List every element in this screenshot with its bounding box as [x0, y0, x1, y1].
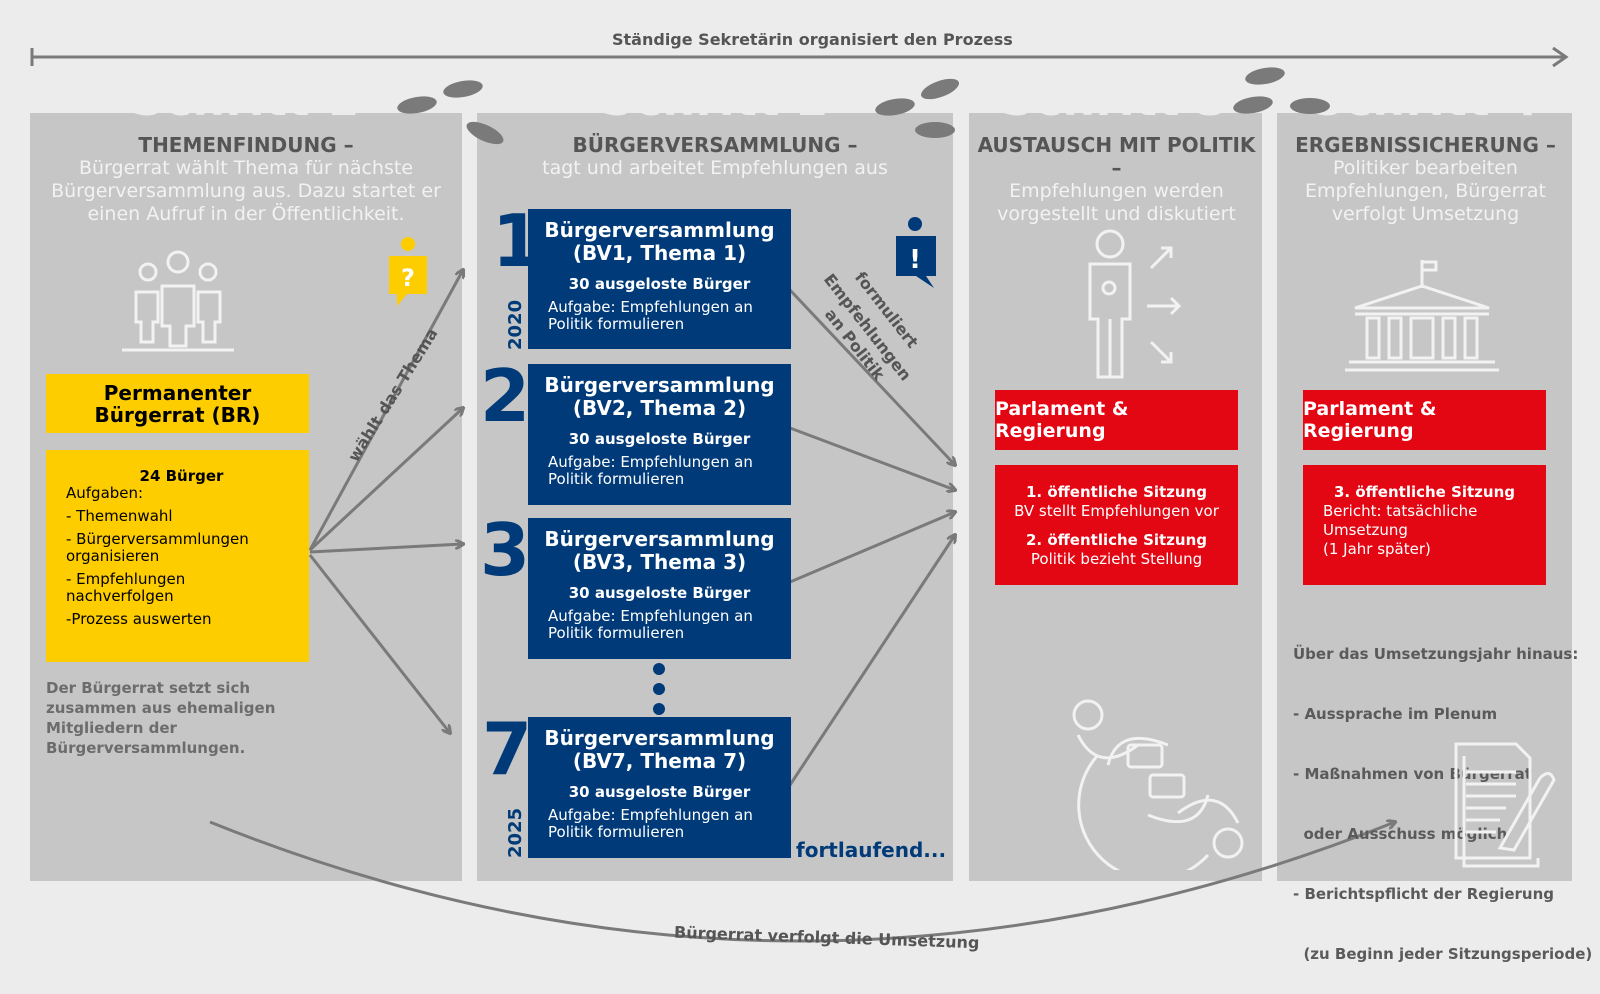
bv-task: Aufgabe: Empfehlungen an Politik formuli… — [548, 298, 753, 333]
dialogue-icon — [1072, 699, 1244, 870]
session1-title: 1. öffentliche Sitzung — [1025, 483, 1208, 501]
bv-title: Bürgerversammlung — [544, 726, 775, 750]
ongoing-label: fortlaufend... — [796, 838, 947, 862]
list-item: - Bürgerversammlungen organisieren — [66, 530, 249, 565]
question-mark: ? — [401, 264, 415, 292]
people-group-icon — [122, 250, 234, 352]
question-bubble-icon: ? — [389, 237, 427, 306]
step2-label: Schritt 2 — [600, 72, 830, 126]
bv-members: 30 ausgeloste Bürger — [568, 783, 751, 801]
bv-members: 30 ausgeloste Bürger — [568, 584, 751, 602]
bv-number: 3 — [480, 508, 531, 592]
br-note: Der Bürgerrat setzt sich zusammen aus eh… — [46, 679, 276, 757]
bv-title: Bürgerversammlung — [544, 373, 775, 397]
implementation-session-box: 3. öffentliche Sitzung Bericht: tatsächl… — [1303, 465, 1546, 585]
session3-title: 3. öffentliche Sitzung — [1333, 483, 1516, 501]
bv-number: 2 — [480, 354, 531, 438]
session2-title: 2. öffentliche Sitzung — [1025, 531, 1208, 549]
year-end: 2025 — [505, 807, 526, 858]
parliament-government-title: Parlament & Regierung — [995, 390, 1238, 450]
bv-title: Bürgerversammlung — [544, 527, 775, 551]
step4-desc: Politiker bearbeiten Empfehlungen, Bürge… — [1305, 157, 1546, 225]
list-item: - Empfehlungen nachverfolgen — [66, 570, 186, 605]
step3-title: AUSTAUSCH MIT POLITIK – — [977, 133, 1256, 180]
list-item: - Berichtspflicht der Regierung — [1293, 885, 1555, 903]
list-item: - Aussprache im Plenum — [1293, 705, 1498, 723]
step3-header: AUSTAUSCH MIT POLITIK – Empfehlungen wer… — [975, 134, 1258, 226]
br-details-box: 24 Bürger Aufgaben: - Themenwahl - Bürge… — [46, 450, 309, 662]
footsteps-icon — [875, 78, 959, 138]
list-item: (zu Beginn jeder Sitzungsperiode) — [1293, 945, 1593, 963]
step4-header: ERGEBNISSICHERUNG – Politiker bearbeiten… — [1283, 134, 1568, 226]
step1-header: THEMENFINDUNG – Bürgerrat wählt Thema fü… — [40, 134, 452, 226]
session3-text: (1 Jahr später) — [1323, 540, 1431, 558]
top-label: Ständige Sekretärin organisiert den Proz… — [612, 30, 1013, 49]
session3-text: Bericht: tatsächliche — [1323, 502, 1478, 520]
step2-desc: tagt und arbeitet Empfehlungen aus — [542, 157, 888, 179]
session1-text: BV stellt Empfehlungen vor — [1014, 502, 1219, 520]
bv-subtitle: (BV3, Thema 3) — [572, 550, 747, 574]
document-pen-icon — [1454, 742, 1556, 868]
year-start: 2020 — [505, 299, 526, 350]
bv-box-1: Bürgerversammlung (BV1, Thema 1) 30 ausg… — [528, 209, 791, 349]
step3-desc: Empfehlungen werden vorgestellt und disk… — [997, 180, 1236, 225]
public-sessions-box: 1. öffentliche Sitzung BV stellt Empfehl… — [995, 465, 1238, 585]
bv-number: 7 — [482, 707, 533, 791]
footsteps-icon — [1233, 67, 1330, 114]
step1-title: THEMENFINDUNG – — [138, 133, 354, 157]
bv-task: Aufgabe: Empfehlungen an Politik formuli… — [548, 806, 753, 841]
session2-text: Politik bezieht Stellung — [1030, 550, 1203, 568]
br-tasks-label: Aufgaben: — [66, 484, 144, 502]
step4-title: ERGEBNISSICHERUNG – — [1295, 133, 1556, 157]
br-title-line2: Bürgerrat (BR) — [94, 402, 261, 427]
exclamation-bubble-icon: ! — [896, 217, 936, 288]
list-item: - Themenwahl — [66, 507, 173, 525]
bv-task: Aufgabe: Empfehlungen an Politik formuli… — [548, 607, 753, 642]
step1-desc: Bürgerrat wählt Thema für nächste Bürger… — [51, 157, 441, 225]
footsteps-icon — [397, 80, 504, 145]
beyond-title: Über das Umsetzungsjahr hinaus: — [1293, 645, 1579, 663]
step4-label: Schritt 4 — [1310, 72, 1540, 126]
step3-label: Schritt 3 — [1000, 72, 1230, 126]
br-task-list: - Themenwahl - Bürgerversammlungen organ… — [66, 508, 297, 628]
exclamation-mark: ! — [909, 245, 921, 275]
session3-text: Umsetzung — [1323, 521, 1408, 539]
ellipsis-dots-icon — [653, 663, 665, 715]
list-item: - Maßnahmen von Bürgerrat — [1293, 765, 1532, 783]
bv-members: 30 ausgeloste Bürger — [568, 275, 751, 293]
bv-subtitle: (BV1, Thema 1) — [572, 241, 747, 265]
bv-box-2: Bürgerversammlung (BV2, Thema 2) 30 ausg… — [528, 364, 791, 505]
bv-subtitle: (BV7, Thema 7) — [572, 749, 747, 773]
step1-label: Schritt 1 — [130, 72, 360, 126]
bv-subtitle: (BV2, Thema 2) — [572, 396, 747, 420]
presenter-icon — [1088, 229, 1182, 379]
permanent-citizen-council-title: Permanenter Bürgerrat (BR) — [46, 374, 309, 433]
bv-box-3: Bürgerversammlung (BV3, Thema 3) 30 ausg… — [528, 518, 791, 659]
bv-title: Bürgerversammlung — [544, 218, 775, 242]
step2-title: BÜRGERVERSAMMLUNG – — [572, 133, 858, 157]
step2-header: BÜRGERVERSAMMLUNG – tagt und arbeitet Em… — [500, 134, 930, 180]
bv-task: Aufgabe: Empfehlungen an Politik formuli… — [548, 453, 753, 488]
list-item: -Prozess auswerten — [66, 610, 212, 628]
parliament-government-title: Parlament & Regierung — [1303, 390, 1546, 450]
br-title-line1: Permanenter — [103, 380, 252, 405]
government-building-icon — [1345, 260, 1499, 372]
bv-members: 30 ausgeloste Bürger — [568, 430, 751, 448]
bv-box-7: Bürgerversammlung (BV7, Thema 7) 30 ausg… — [528, 717, 791, 858]
br-count: 24 Bürger — [139, 467, 224, 485]
beyond-implementation-list: Über das Umsetzungsjahr hinaus: - Ausspr… — [1293, 604, 1593, 984]
